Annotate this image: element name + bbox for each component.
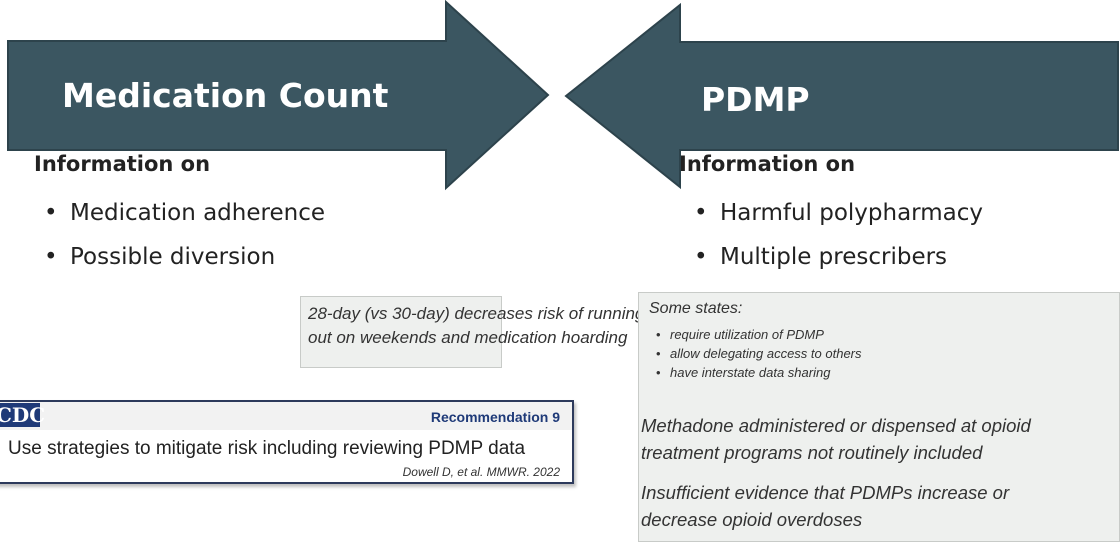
right-note-box bbox=[638, 292, 1120, 542]
left-info-heading: Information on bbox=[34, 152, 211, 176]
cdc-header-bar bbox=[0, 402, 572, 430]
note-line: treatment programs not routinely include… bbox=[641, 442, 983, 463]
list-item: •require utilization of PDMP bbox=[656, 327, 824, 342]
note-line: out on weekends and medication hoarding bbox=[308, 328, 628, 347]
pdmp-title: PDMP bbox=[701, 80, 810, 119]
bullet-text: Harmful polypharmacy bbox=[720, 200, 983, 226]
some-states-label: Some states: bbox=[649, 300, 743, 317]
states-list: •require utilization of PDMP •allow dele… bbox=[656, 326, 862, 383]
bullet-text: Medication adherence bbox=[70, 200, 325, 226]
list-item: •Medication adherence bbox=[44, 200, 325, 226]
left-arrow-shape bbox=[7, 0, 550, 191]
note-line: Methadone administered or dispensed at o… bbox=[641, 415, 1031, 436]
recommendation-text: Use strategies to mitigate risk includin… bbox=[8, 438, 526, 459]
bullet-text: Possible diversion bbox=[70, 244, 276, 270]
arrows-graphic bbox=[7, 0, 1119, 191]
right-bullet-list: •Harmful polypharmacy •Multiple prescrib… bbox=[694, 198, 983, 286]
left-note-text: 28-day (vs 30-day) decreases risk of run… bbox=[308, 302, 644, 350]
recommendation-label: Recommendation 9 bbox=[430, 409, 560, 425]
note-line: 28-day (vs 30-day) decreases risk of run… bbox=[308, 304, 645, 323]
list-item: •allow delegating access to others bbox=[656, 346, 862, 361]
left-note-box bbox=[300, 296, 502, 368]
cdc-logo: CDC bbox=[0, 403, 45, 427]
list-item: •Harmful polypharmacy bbox=[694, 200, 983, 226]
state-item-text: allow delegating access to others bbox=[670, 346, 862, 361]
citation: Dowell D, et al. MMWR. 2022 bbox=[402, 465, 560, 479]
methadone-note: Methadone administered or dispensed at o… bbox=[641, 412, 1031, 466]
bullet-text: Multiple prescribers bbox=[720, 244, 948, 270]
state-item-text: require utilization of PDMP bbox=[670, 327, 824, 342]
list-item: •have interstate data sharing bbox=[656, 365, 831, 380]
state-item-text: have interstate data sharing bbox=[670, 365, 831, 380]
evidence-note: Insufficient evidence that PDMPs increas… bbox=[641, 479, 1009, 533]
right-info-heading: Information on bbox=[679, 152, 856, 176]
list-item: •Multiple prescribers bbox=[694, 244, 948, 270]
list-item: •Possible diversion bbox=[44, 244, 276, 270]
medication-count-title: Medication Count bbox=[62, 76, 389, 115]
cdc-recommendation-box: CDC Recommendation 9 Use strategies to m… bbox=[0, 400, 574, 484]
right-arrow-shape bbox=[564, 2, 1119, 190]
note-line: Insufficient evidence that PDMPs increas… bbox=[641, 482, 1010, 503]
left-bullet-list: •Medication adherence •Possible diversio… bbox=[44, 198, 325, 286]
note-line: decrease opioid overdoses bbox=[641, 509, 863, 530]
